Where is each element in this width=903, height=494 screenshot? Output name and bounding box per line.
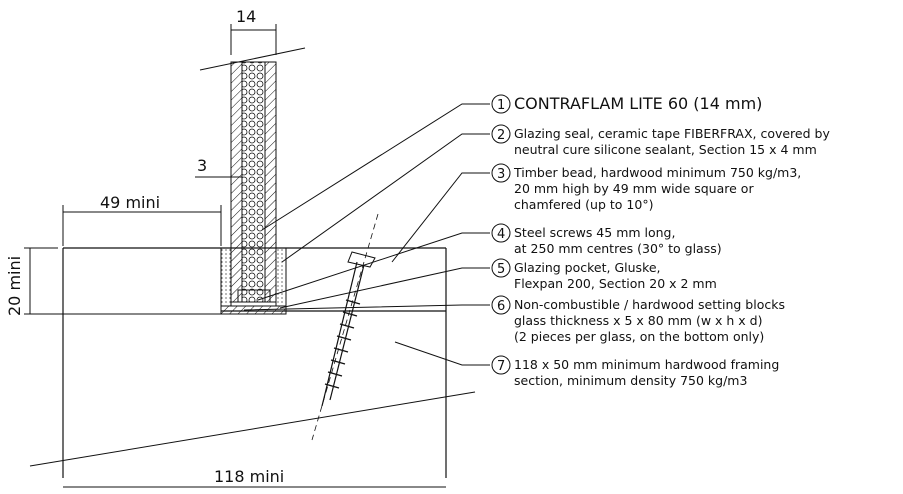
callout-number: 1: [497, 98, 505, 113]
callout-3: 3 Timber bead, hardwood minimum 750 kg/m…: [491, 163, 801, 212]
callout-text: Steel screws 45 mm long,: [514, 225, 675, 240]
screw-icon: [311, 213, 379, 441]
dim-bead-offset: 49 mini: [100, 193, 160, 212]
callout-number: 6: [497, 299, 505, 314]
callout-text: at 250 mm centres (30° to glass): [514, 241, 722, 256]
callout-title: CONTRAFLAM LITE 60 (14 mm): [514, 94, 762, 113]
dim-glass-width: 14: [236, 7, 256, 26]
callout-number: 7: [497, 359, 505, 374]
dim-frame-width: 118 mini: [214, 467, 284, 486]
callout-text: Non-combustible / hardwood setting block…: [514, 297, 785, 312]
callout-number: 4: [497, 227, 505, 242]
callout-text: 118 x 50 mm minimum hardwood framing: [514, 357, 779, 372]
callout-text: Glazing pocket, Gluske,: [514, 260, 661, 275]
callout-4: 4 Steel screws 45 mm long, at 250 mm cen…: [491, 223, 722, 256]
callout-text: 20 mm high by 49 mm wide square or: [514, 181, 754, 196]
callout-6: 6 Non-combustible / hardwood setting blo…: [491, 295, 785, 344]
callout-1: 1 CONTRAFLAM LITE 60 (14 mm): [491, 94, 762, 114]
callout-2: 2 Glazing seal, ceramic tape FIBERFRAX, …: [491, 124, 830, 157]
dim-gap-3: 3: [197, 156, 207, 175]
callout-text: (2 pieces per glass, on the bottom only): [514, 329, 764, 344]
callout-text: chamfered (up to 10°): [514, 197, 653, 212]
callout-text: Timber bead, hardwood minimum 750 kg/m3,: [513, 165, 801, 180]
glass-pane: [199, 47, 306, 303]
callout-number: 3: [497, 167, 505, 182]
callout-number: 2: [497, 128, 505, 143]
callout-7: 7 118 x 50 mm minimum hardwood framing s…: [491, 355, 779, 388]
callout-text: neutral cure silicone sealant, Section 1…: [514, 142, 817, 157]
dim-pocket-depth: 20 mini: [5, 256, 24, 316]
callout-text: section, minimum density 750 kg/m3: [514, 373, 747, 388]
callout-text: Glazing seal, ceramic tape FIBERFRAX, co…: [514, 126, 830, 141]
dimension-lines: 14 3 49 mini 20 mini 118 mini: [5, 7, 446, 488]
callout-number: 5: [497, 262, 505, 277]
callout-text: glass thickness x 5 x 80 mm (w x h x d): [514, 313, 762, 328]
callout-text: Flexpan 200, Section 20 x 2 mm: [514, 276, 717, 291]
leader-lines: [243, 103, 490, 366]
callout-5: 5 Glazing pocket, Gluske, Flexpan 200, S…: [491, 258, 717, 291]
